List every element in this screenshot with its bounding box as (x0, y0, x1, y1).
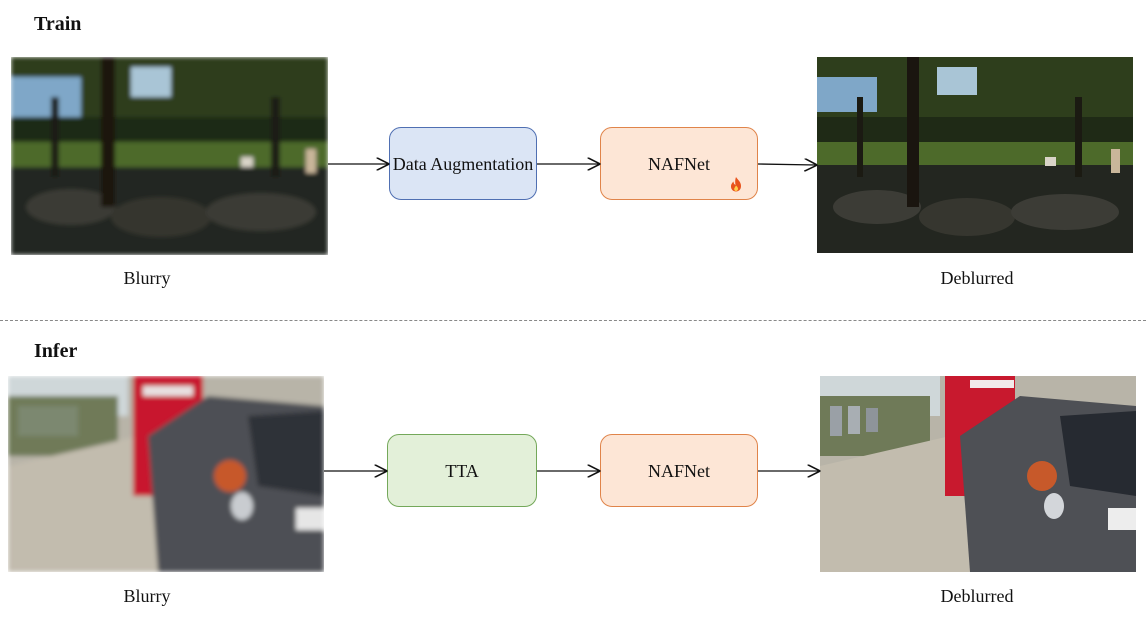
train-output-caption: Deblurred (940, 268, 1014, 288)
train-deblurred-image (817, 57, 1133, 253)
infer-deblurred-image (820, 376, 1136, 572)
section-divider (0, 320, 1146, 321)
data-augmentation-box: Data Augmentation (389, 127, 537, 200)
infer-nafnet-box: NAFNet (600, 434, 758, 507)
infer-section-title: Infer (34, 340, 78, 362)
infer-output-caption: Deblurred (940, 586, 1014, 606)
train-section-title: Train (34, 13, 82, 35)
train-blurry-image (11, 57, 328, 255)
infer-input-caption: Blurry (123, 586, 171, 606)
fire-icon (731, 177, 741, 192)
train-nafnet-label: NAFNet (648, 153, 710, 174)
arrow-train-nafnet-to-output (757, 164, 816, 165)
infer-blurry-image (8, 376, 324, 572)
tta-box: TTA (387, 434, 537, 507)
train-input-caption: Blurry (123, 268, 171, 288)
